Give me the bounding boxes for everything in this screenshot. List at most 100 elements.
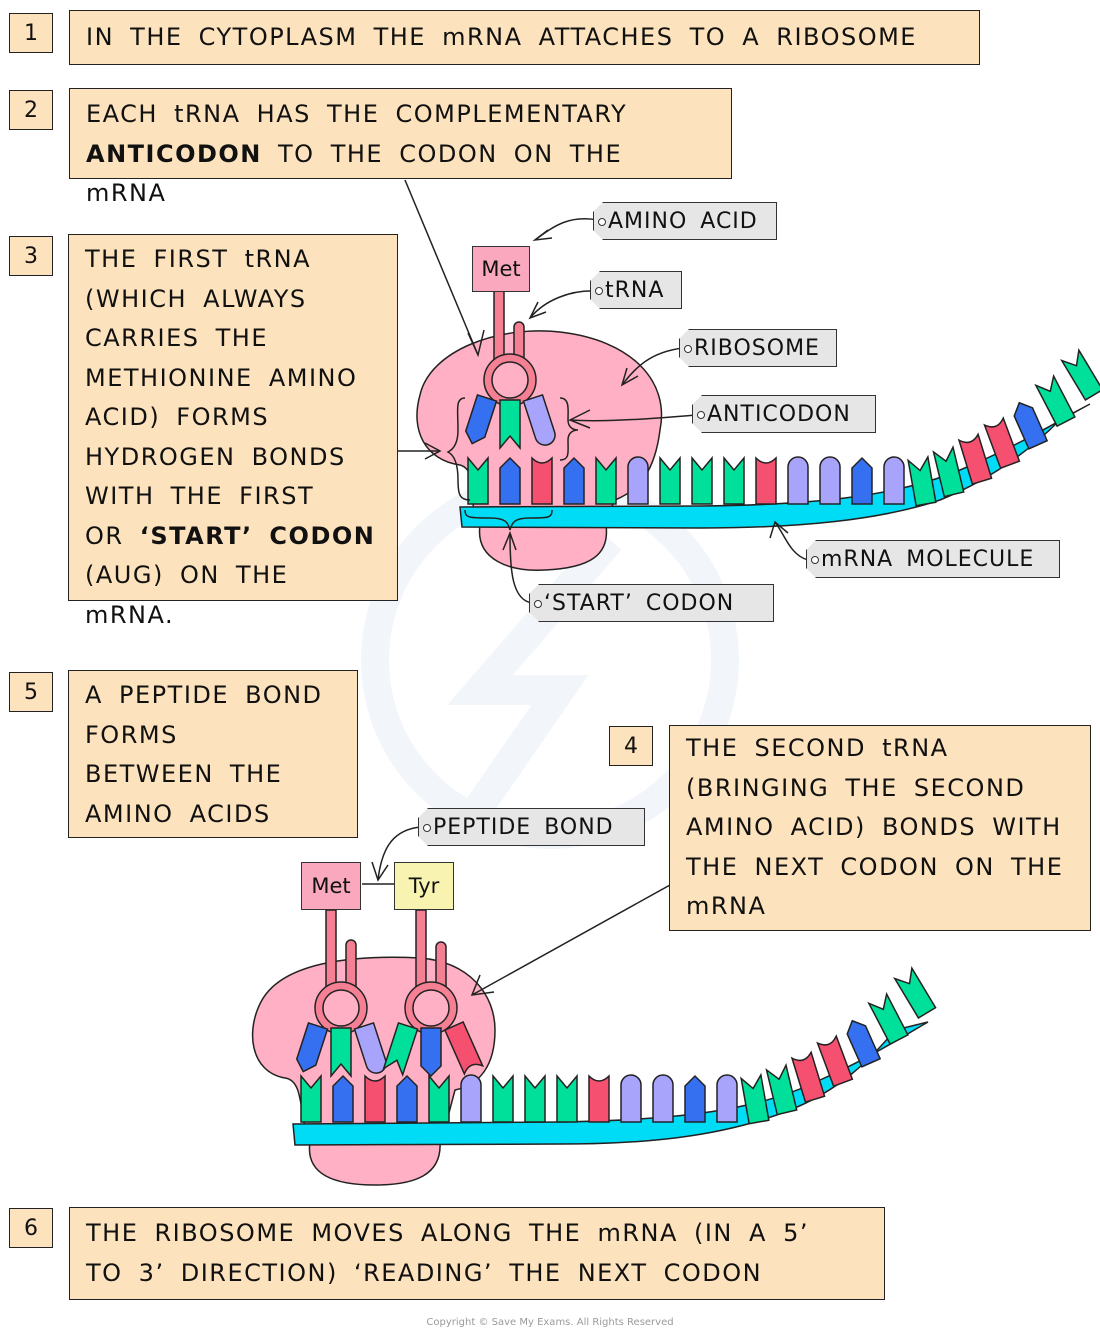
step-3-text: THE FIRST tRNA (WHICH ALWAYS CARRIES THE… (68, 234, 398, 629)
base-lavender (460, 1074, 482, 1123)
base-blue (1013, 401, 1049, 450)
base-red (755, 456, 777, 505)
base-red (531, 456, 553, 505)
base-green (1060, 348, 1100, 401)
step-6-number: 6 (9, 1208, 53, 1248)
upper-anticodon-bases (464, 393, 556, 451)
step-6-line: THE RIBOSOME MOVES ALONG THE mRNA (IN A … (86, 1219, 809, 1247)
met-amino-acid-lower: Met (301, 862, 361, 910)
anticodon-brace (559, 397, 579, 461)
base-red (364, 1074, 386, 1123)
step-2-number: 2 (9, 90, 53, 130)
tyr-amino-acid: Tyr (394, 862, 454, 910)
base-lavender (883, 456, 905, 505)
step-4-text: THE SECOND tRNA (BRINGING THE SECOND AMI… (669, 725, 1091, 931)
base-blue (851, 456, 873, 505)
anticodon-term: ANTICODON (86, 139, 262, 168)
step-2-text: EACH tRNA HAS THE COMPLEMENTARY ANTICODO… (69, 88, 732, 207)
base-green (467, 455, 489, 505)
base-green (524, 1073, 546, 1123)
base-green (595, 455, 617, 505)
step-1-text: IN THE CYTOPLASM THE mRNA ATTACHES TO A … (69, 10, 980, 65)
copyright-notice: Copyright © Save My Exams. All Rights Re… (426, 1317, 674, 1328)
base-blue (499, 456, 521, 505)
base-blue (563, 456, 585, 505)
label-peptide-bond: PEPTIDE BOND (418, 808, 645, 846)
step-2-line-2: ANTICODON TO THE CODON ON THE mRNA (86, 135, 715, 214)
base-red (588, 1074, 610, 1123)
lower-trna-1 (314, 909, 368, 1035)
base-green (907, 454, 937, 507)
start-codon-brace (464, 509, 553, 531)
step-3-line: WITH THE FIRST (85, 482, 315, 510)
step-3-line: THE FIRST tRNA (85, 245, 312, 273)
base-lavender (627, 456, 649, 505)
step-4-line: THE SECOND tRNA (686, 734, 949, 762)
step-5-line: BETWEEN THE (85, 760, 283, 788)
lower-trna-2 (404, 909, 458, 1035)
base-lavender (652, 1074, 674, 1123)
base-red (957, 432, 993, 486)
base-green (893, 966, 937, 1019)
pairing-brace (446, 397, 471, 501)
step-6-text: THE RIBOSOME MOVES ALONG THE mRNA (IN A … (69, 1207, 885, 1300)
base-green (723, 455, 745, 505)
base-lavender (716, 1074, 738, 1123)
upper-arrows (398, 179, 809, 604)
base-blue (295, 1021, 329, 1073)
step-5-number: 5 (9, 672, 53, 712)
base-green (556, 1073, 578, 1123)
base-blue (684, 1074, 706, 1123)
base-lavender (819, 456, 841, 505)
base-green (382, 1021, 419, 1077)
upper-ribosome (416, 330, 663, 571)
base-green (428, 1073, 450, 1123)
base-green (867, 991, 909, 1046)
step-1-number: 1 (9, 13, 53, 53)
base-red (816, 1034, 854, 1088)
lower-arrows (371, 826, 671, 996)
base-green (300, 1073, 322, 1123)
step-1-line: IN THE CYTOPLASM THE mRNA ATTACHES TO A … (86, 23, 917, 51)
label-trna: tRNA (590, 271, 682, 309)
base-green (492, 1073, 514, 1123)
base-lavender (620, 1074, 642, 1123)
label-amino-acid: AMINO ACID (593, 202, 777, 240)
step-4-number: 4 (609, 726, 653, 766)
step-2-line-2-rest: TO THE CODON ON THE mRNA (86, 139, 623, 208)
base-lavender (522, 393, 556, 446)
step-3-line: OR ‘START’ CODON (85, 517, 381, 557)
base-blue (464, 393, 498, 445)
base-green (765, 1063, 798, 1116)
step-4-line: AMINO ACID) BONDS WITH (686, 813, 1062, 841)
step-5-line: A PEPTIDE BOND (85, 681, 323, 709)
base-blue (396, 1074, 418, 1123)
base-blue (846, 1019, 882, 1068)
step-6-line: TO 3’ DIRECTION) ‘READING’ THE NEXT CODO… (86, 1258, 763, 1287)
base-green (740, 1072, 770, 1125)
base-blue (332, 1074, 354, 1123)
label-anticodon: ANTICODON (692, 395, 876, 433)
lower-anticodon-bases (295, 1020, 485, 1079)
step-3-line: CARRIES THE (85, 324, 269, 352)
step-3-line: (AUG) ON THE mRNA. (85, 561, 289, 629)
base-red (790, 1050, 826, 1104)
base-green (1034, 373, 1076, 428)
base-green (932, 445, 965, 498)
step-5-text: A PEPTIDE BOND FORMS BETWEEN THE AMINO A… (68, 670, 358, 838)
lower-mrna-bases (300, 966, 937, 1125)
base-green (330, 1027, 352, 1079)
step-3-line: METHIONINE AMINO (85, 363, 358, 392)
base-red (443, 1020, 485, 1076)
base-red (983, 416, 1021, 470)
base-blue (420, 1027, 442, 1078)
step-3-line: (WHICH ALWAYS (85, 284, 307, 313)
step-3-line: ACID) FORMS (85, 403, 270, 431)
label-ribosome: RIBOSOME (679, 329, 837, 367)
base-green (691, 455, 713, 505)
step-4-line: (BRINGING THE SECOND (686, 773, 1026, 802)
start-codon-term: ‘START’ CODON (139, 521, 376, 550)
base-green (499, 399, 521, 451)
step-5-line: AMINO ACIDS (85, 799, 271, 828)
